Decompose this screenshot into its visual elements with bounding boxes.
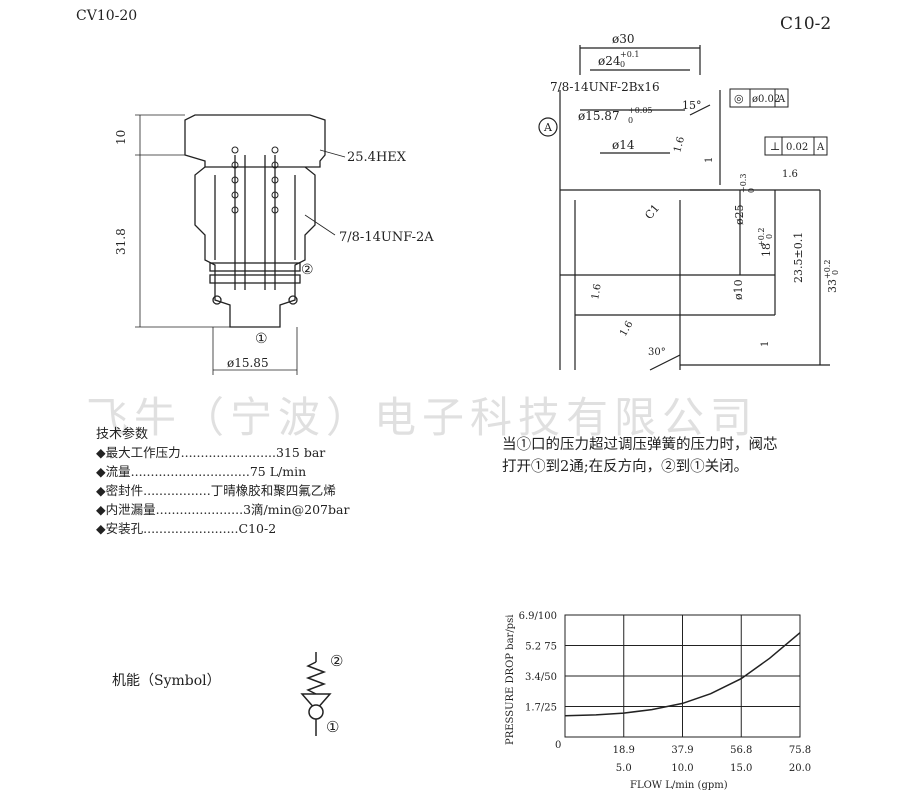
description-line-1: 当①口的压力超过调压弹簧的压力时，阀芯 [502,437,778,453]
dim-18-tol-top: +0.2 [757,228,766,247]
dia-10: ø10 [732,279,745,300]
chart-y-axis-label: PRESSURE DROP bar/psi [505,615,516,745]
spec-bullet: ◆ [96,464,106,479]
spec-label: 流量 [105,464,131,479]
dim-33-tol-bottom: 0 [831,270,840,275]
chart-y-tick-label: 6.9/100 [519,611,557,622]
description-line-2: 打开①到2通;在反方向，②到①关闭。 [502,459,749,475]
chart-y-tick-label: 5.2 75 [525,642,557,653]
angle-15: 15° [682,99,702,112]
spec-bullet: ◆ [96,502,106,517]
dim-one-b: 1 [760,341,771,347]
roughness-4: 1.6 [618,319,635,338]
bottom-diameter: ø15.85 [227,356,269,370]
spec-bullet: ◆ [96,483,106,498]
thread-label: 7/8-14UNF-2A [339,230,434,245]
spec-dots: ...................... [155,502,244,517]
angle-30: 30° [648,347,666,358]
symbol-port-1: ① [326,718,339,736]
spec-dots: ................. [143,483,211,498]
chart-x-tick-label-lpm: 56.8 [730,745,752,756]
spec-dots: ........................ [180,445,277,460]
dia-15-87: ø15.87 [578,109,620,123]
chart-y-tick-label: 1.7/25 [525,703,557,714]
fcf-perpendicular-value: 0.02 [786,142,808,153]
dia-25: ø25 [733,204,746,225]
spec-value: C10-2 [238,521,277,536]
spec-row: ◆最大工作压力........................315 bar [96,442,446,461]
spec-value: 3滴/min@207bar [243,502,350,517]
chart-x-axis-label: FLOW L/min (gpm) [630,780,728,791]
roughness-2: 1.6 [672,136,687,154]
roughness-1: 1.6 [782,169,798,180]
spec-value: 75 L/min [249,464,307,479]
spec-label: 内泄漏量 [105,502,156,517]
roughness-3: 1.6 [590,283,604,301]
spec-row: ◆密封件.................丁晴橡胶和聚四氟乙烯 [96,480,446,499]
spec-row: ◆内泄漏量......................3滴/min@207bar [96,499,446,518]
symbol-label: 机能（Symbol） [112,673,221,689]
dia-25-tol-top: +0.3 [739,174,748,193]
dia-14: ø14 [612,138,635,152]
spec-value: 丁晴橡胶和聚四氟乙烯 [210,483,336,498]
pressure-drop-chart: 1.7/25 3.4/50 5.2 75 6.9/100 18.9 37.9 56.8 75… [505,611,811,791]
chart-x-tick-label-gpm: 5.0 [616,763,632,774]
dia-24-tol-top: +0.1 [620,50,639,59]
dia-25-tol-bottom: 0 [747,188,756,193]
fcf-concentricity-ref: A [777,94,786,105]
chart-series-line [564,632,801,717]
function-description: 当①口的压力超过调压弹簧的压力时，阀芯 打开①到2通;在反方向，②到①关闭。 [502,434,872,478]
chart-x-tick-label-gpm: 15.0 [730,763,752,774]
dim-18-tol-bottom: 0 [765,234,774,239]
model-number: CV10-20 [76,8,138,24]
dim-23-5: 23.5±0.1 [792,232,805,283]
spec-label: 最大工作压力 [105,445,181,460]
spec-dots: ........................ [143,521,239,536]
spec-value: 315 bar [276,445,326,460]
check-valve-symbol: ② ① [300,652,343,736]
chart-x-tick-label-lpm: 18.9 [613,745,635,756]
spec-row: ◆流量..............................75 L/mi… [96,461,446,480]
fcf-concentricity-symbol: ◎ [734,92,744,105]
specs-title: 技术参数 [96,427,149,442]
cartridge-section-drawing: 10 31.8 25.4HEX 7/8-14UNF-2A ② ① ø15.85 [114,114,434,375]
port-2-label: ② [301,262,314,278]
chart-origin-label: 0 [555,740,561,751]
dia-15-87-tol-bottom: 0 [628,116,633,125]
chamfer-c1: C1 [642,202,662,222]
chart-x-tick-label-gpm: 10.0 [671,763,693,774]
spec-bullet: ◆ [96,445,106,460]
chart-x-tick-label-gpm: 20.0 [789,763,811,774]
thread-spec: 7/8-14UNF-2Bx16 [550,80,660,94]
spec-bullet: ◆ [96,521,106,536]
fcf-concentricity-value: ø0.02 [752,94,780,105]
dim-33: 33 [826,279,839,293]
cavity-drawing: ø30 ø24 +0.1 0 7/8-14UNF-2Bx16 15° A ø15… [538,32,840,371]
cavity-code: C10-2 [780,14,832,34]
specs-list: ◆最大工作压力........................315 bar ◆… [96,442,446,537]
dia-15-87-tol-top: +0.05 [628,106,653,115]
port-1-label: ① [255,331,268,347]
spec-label: 密封件 [105,483,144,498]
dim-18: 18 [760,243,773,257]
hex-size-label: 25.4HEX [347,150,407,165]
dia-24: ø24 [598,54,621,68]
datum-a-marker: A [543,121,553,134]
fcf-perpendicular-symbol: ⊥ [770,140,780,153]
fcf-perpendicular-ref: A [816,142,825,153]
dim-total-height: 31.8 [114,228,128,255]
symbol-port-2: ② [330,652,343,670]
dia-24-tol-bottom: 0 [620,60,625,69]
chart-y-tick-label: 3.4/50 [525,672,557,683]
dim-one-a: 1 [704,157,715,163]
dim-head-height: 10 [114,130,128,145]
chart-x-tick-label-lpm: 37.9 [671,745,693,756]
spec-dots: .............................. [130,464,250,479]
dia-30: ø30 [612,32,635,46]
chart-x-tick-label-lpm: 75.8 [789,745,811,756]
dim-33-tol-top: +0.2 [823,260,832,279]
spec-row: ◆安装孔........................C10-2 [96,518,446,537]
spec-label: 安装孔 [105,521,144,536]
company-watermark: 飞牛（宁波）电子科技有限公司 [86,393,759,442]
